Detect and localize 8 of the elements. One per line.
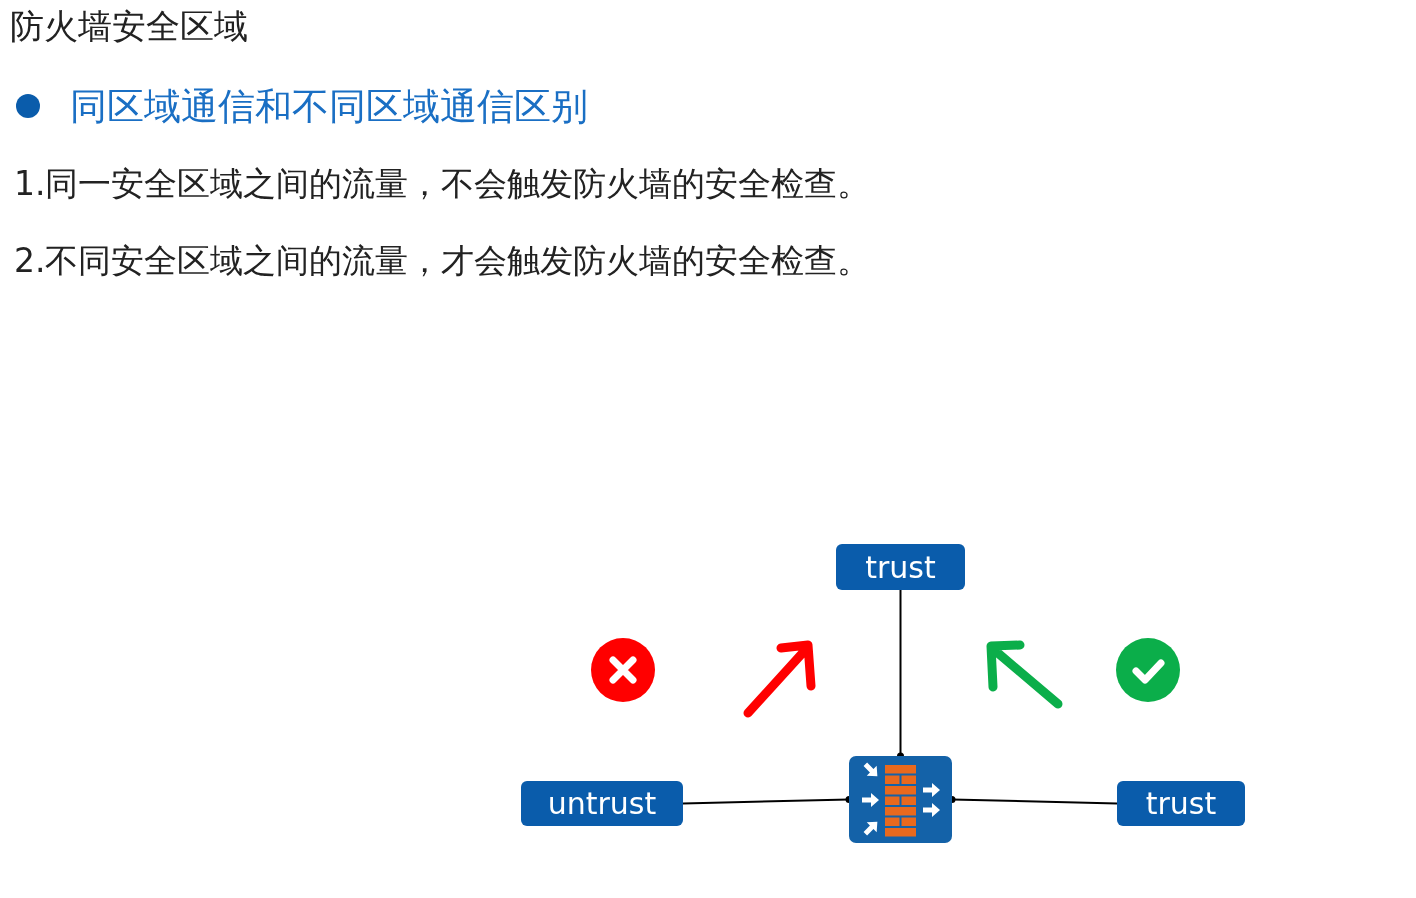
zone-box: untrust [521,781,683,826]
body-text: 2.不同安全区域之间的流量，才会触发防火墙的安全检查。 [14,240,871,282]
zone-box: trust [1117,781,1245,826]
firewall-drawing [849,756,952,843]
zone-box: trust [836,544,965,590]
section-heading: 同区域通信和不同区域通信区别 [70,84,588,130]
page-title: 防火墙安全区域 [10,5,248,48]
body-text: 1.同一安全区域之间的流量，不会触发防火墙的安全检查。 [14,163,871,205]
